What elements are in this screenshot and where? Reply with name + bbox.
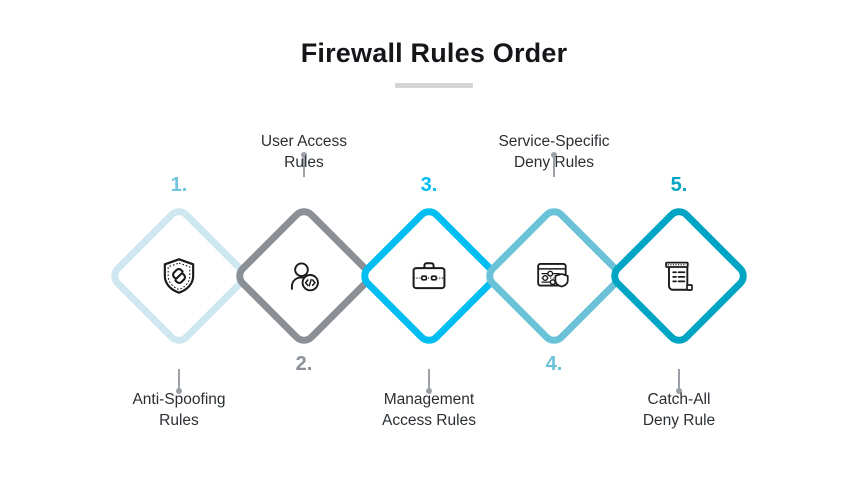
- step-label-line: Deny Rules: [513, 154, 595, 171]
- step-number: 5.: [670, 174, 688, 196]
- step-connector-dot: [176, 388, 182, 394]
- step-number: 2.: [295, 353, 313, 375]
- step-number: 3.: [420, 174, 438, 196]
- step-label-line: Catch-All: [647, 391, 711, 408]
- step-connector-line: [176, 369, 182, 394]
- step-label-line: Access Rules: [382, 412, 476, 429]
- step-connector-dot: [301, 152, 307, 158]
- title-block: Firewall Rules Order: [0, 36, 868, 88]
- step-label-line: Rules: [284, 154, 324, 171]
- step-label-line: Management: [383, 391, 475, 408]
- step-connector-line: [301, 152, 307, 177]
- step-connector-line: [551, 152, 557, 177]
- step-connector-dot: [676, 388, 682, 394]
- step-label-line: Service-Specific: [498, 133, 610, 150]
- step-label-line: Anti-Spoofing: [132, 391, 226, 408]
- page-title: Firewall Rules Order: [300, 38, 568, 68]
- step-connector-dot: [426, 388, 432, 394]
- step-number: 1.: [170, 174, 188, 196]
- step-connector-line: [426, 369, 432, 394]
- title-divider: [395, 83, 473, 88]
- step-number: 4.: [545, 353, 563, 375]
- step-label-line: User Access: [260, 133, 348, 150]
- step-label-line: Rules: [159, 412, 199, 429]
- step-connector-dot: [551, 152, 557, 158]
- step-label-line: Deny Rule: [642, 412, 716, 429]
- scroll-list-icon: [606, 203, 752, 349]
- step-connector-line: [676, 369, 682, 394]
